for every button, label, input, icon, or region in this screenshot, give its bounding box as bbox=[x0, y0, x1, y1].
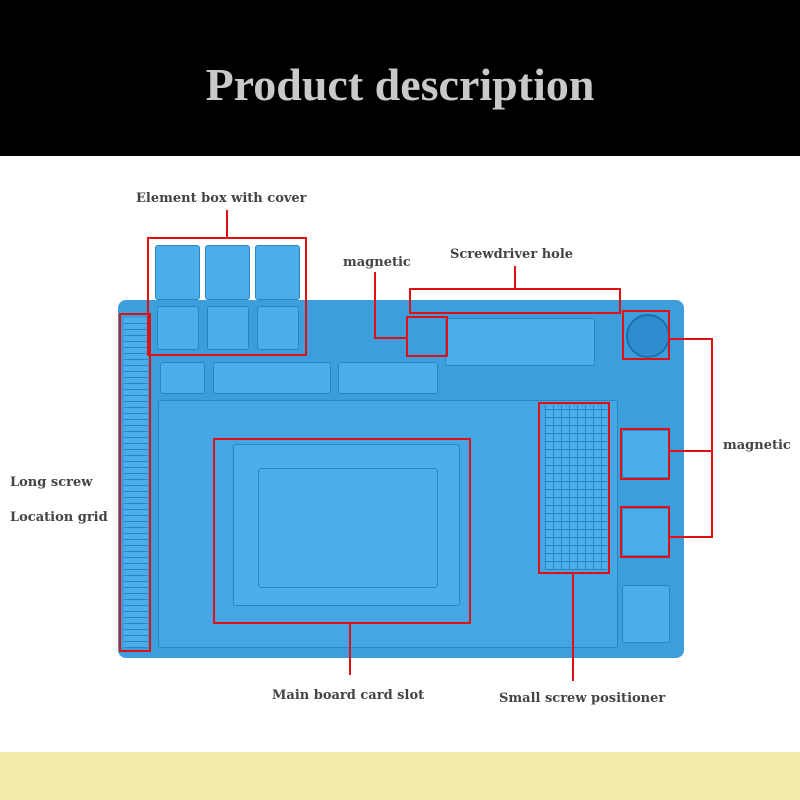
label-small-screw: Small screw positioner bbox=[499, 691, 666, 706]
element-box-highlight bbox=[147, 237, 307, 356]
box-cover bbox=[255, 245, 300, 300]
box-cover bbox=[205, 245, 250, 300]
leader-line bbox=[572, 573, 574, 681]
leader-line bbox=[669, 450, 713, 452]
small-screw-highlight bbox=[538, 402, 610, 574]
page-title: Product description bbox=[205, 59, 595, 110]
leader-line bbox=[226, 210, 228, 238]
label-long-screw: Long screw bbox=[10, 475, 93, 490]
side-slot bbox=[622, 430, 670, 478]
leader-line bbox=[514, 266, 516, 289]
label-location-grid: Location grid bbox=[10, 510, 108, 525]
label-magnetic-right: magnetic bbox=[723, 438, 791, 453]
label-element-box: Element box with cover bbox=[136, 191, 307, 206]
leader-line bbox=[711, 338, 713, 538]
box-cover bbox=[155, 245, 200, 300]
long-screw-highlight bbox=[119, 313, 151, 652]
footer-band bbox=[0, 752, 800, 800]
long-screw-grid bbox=[124, 318, 148, 648]
tray bbox=[160, 362, 205, 394]
label-screwdriver-hole: Screwdriver hole bbox=[450, 247, 574, 262]
magnetic-top-highlight bbox=[406, 316, 448, 357]
magnetic-right-highlight-1 bbox=[620, 428, 670, 480]
magnetic-right-highlight-2 bbox=[620, 506, 670, 558]
leader-line bbox=[669, 536, 713, 538]
screwdriver-hole-highlight bbox=[409, 288, 621, 314]
label-magnetic-top: magnetic bbox=[343, 255, 411, 270]
magnet-round bbox=[626, 314, 670, 358]
tray bbox=[213, 362, 331, 394]
box bbox=[207, 306, 249, 350]
box bbox=[157, 306, 199, 350]
leader-line bbox=[669, 338, 713, 340]
screw-grid bbox=[545, 405, 607, 570]
header-bar bbox=[0, 0, 800, 156]
board-core bbox=[258, 468, 438, 588]
label-main-board: Main board card slot bbox=[272, 688, 425, 703]
tray bbox=[338, 362, 438, 394]
top-tray bbox=[445, 318, 595, 366]
box bbox=[257, 306, 299, 350]
leader-line bbox=[349, 623, 351, 675]
magnet-round-highlight bbox=[622, 310, 670, 360]
main-board-highlight bbox=[213, 438, 471, 624]
leader-line bbox=[374, 337, 407, 339]
side-slot bbox=[622, 585, 670, 643]
leader-line bbox=[374, 272, 376, 338]
